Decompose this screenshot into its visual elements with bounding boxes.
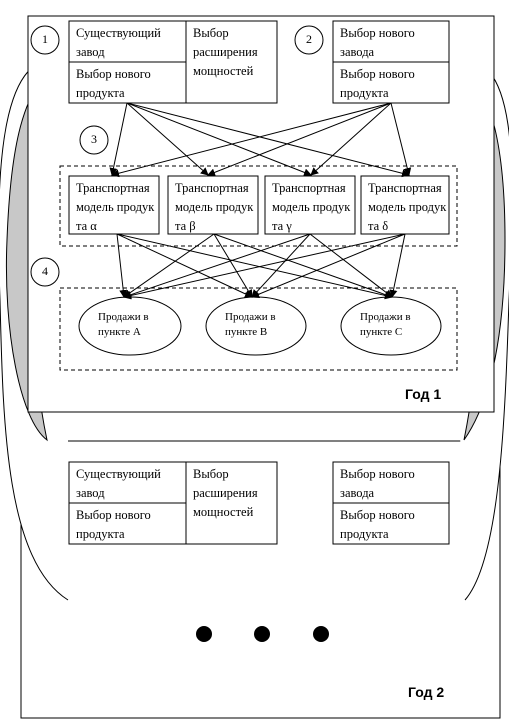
new-product-choice-left-label: Выбор нового продукта <box>76 67 151 100</box>
stage-number-4: 4 <box>42 264 48 278</box>
sales-label-c: Продажи в пункте C <box>360 311 411 338</box>
transport-label-delta: Транспортная модель продукта δ <box>368 181 447 233</box>
stage-circle-4 <box>30 257 60 287</box>
transport-box-beta <box>167 175 259 235</box>
stage-number-2: 2 <box>306 32 312 46</box>
year1-label: Год 1 <box>405 386 442 402</box>
capacity-expansion-label: Выбор расширения мощностей <box>193 26 258 78</box>
new-product-choice-right-label-year2: Выбор нового продукта <box>340 508 415 541</box>
continuation-dot-1 <box>196 626 212 642</box>
transport-label-gamma: Транспортная модель продукта γ <box>272 181 351 233</box>
new-plant-label-year2: Выбор нового завода <box>340 467 415 500</box>
new-product-choice-right-label: Выбор нового продукта <box>340 67 415 100</box>
continuation-dot-3 <box>313 626 329 642</box>
stage-circle-1 <box>30 25 60 55</box>
existing-plant-label: Существующий завод <box>76 26 161 59</box>
sales-region <box>59 287 458 371</box>
sales-label-a: Продажи в пункте A <box>98 311 149 338</box>
arrows-to-transport <box>109 102 412 178</box>
new-product-choice-left-label-year2: Выбор нового продукта <box>76 508 151 541</box>
capacity-expansion-label-year2: Выбор расширения мощностей <box>193 467 258 519</box>
stage-circle-2 <box>294 25 324 55</box>
sales-label-b: Продажи в пункте B <box>225 311 276 338</box>
new-plant-label: Выбор нового завода <box>340 26 415 59</box>
stage-number-1: 1 <box>42 32 48 46</box>
year2-label: Год 2 <box>408 684 445 700</box>
transport-box-alpha <box>68 175 160 235</box>
existing-plant-label-year2: Существующий завод <box>76 467 161 500</box>
transport-label-beta: Транспортная модель продукта β <box>175 181 254 233</box>
transport-label-alpha: Транспортная модель продукта α <box>76 181 155 233</box>
arrows-to-sales <box>116 233 406 300</box>
stage-circle-3 <box>79 125 109 155</box>
transport-region <box>59 165 458 247</box>
continuation-dot-2 <box>254 626 270 642</box>
stage-number-3: 3 <box>91 132 97 146</box>
transport-box-delta <box>360 175 450 235</box>
